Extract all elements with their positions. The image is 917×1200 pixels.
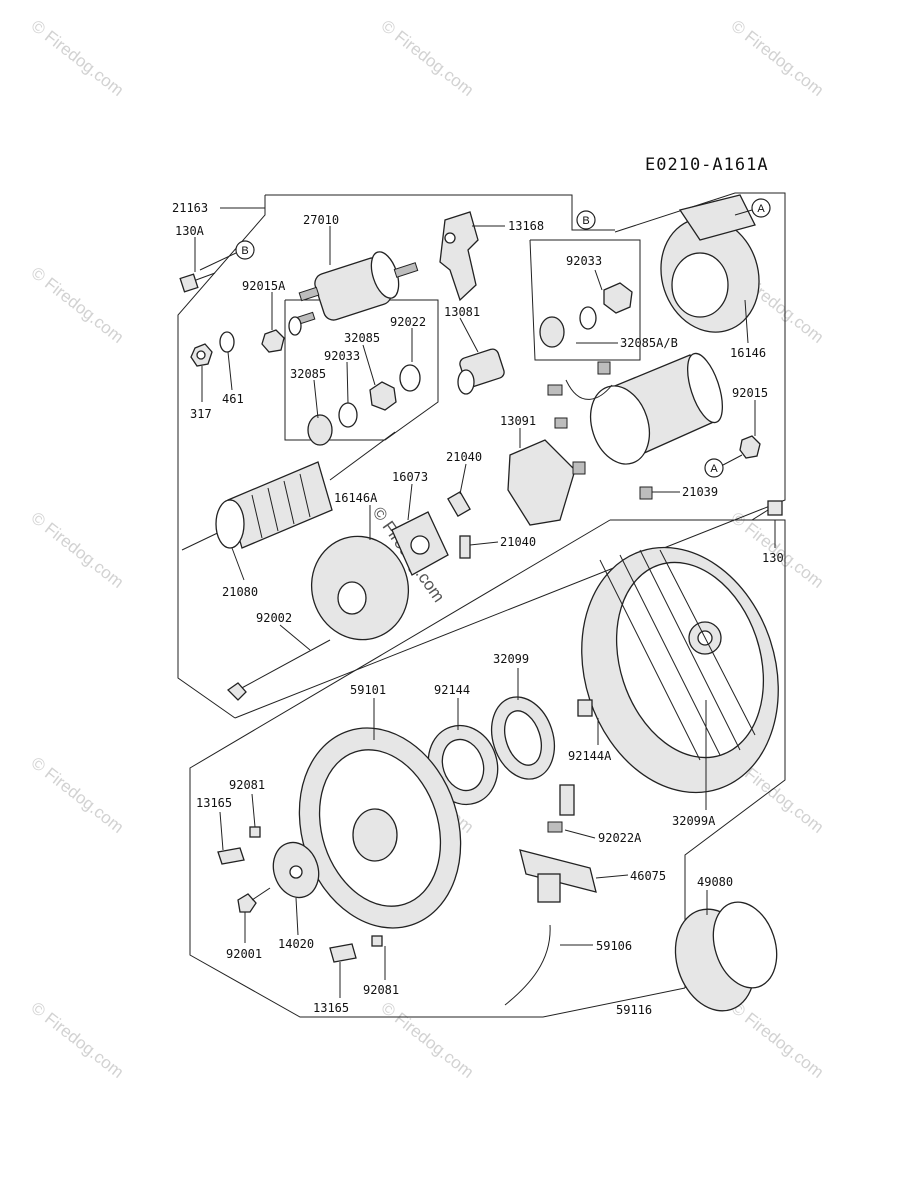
part-label: 16146A	[334, 491, 378, 505]
part-label: 13081	[444, 305, 480, 319]
watermark: © Firedog.com	[28, 998, 128, 1082]
yoke	[547, 352, 724, 500]
part-label: 59106	[596, 939, 632, 953]
part-label: 92002	[256, 611, 292, 625]
part-label: 130A	[175, 224, 205, 238]
svg-text:A: A	[757, 203, 765, 215]
starter-cup	[674, 901, 778, 1012]
washers-right	[539, 282, 633, 348]
watermark: © Firedog.com	[28, 263, 128, 347]
part-label: 13165	[196, 796, 232, 810]
spring-upper	[447, 490, 471, 518]
armature	[181, 431, 396, 551]
watermark: © Firedog.com	[728, 998, 828, 1082]
bolt-92001	[237, 887, 271, 913]
part-label: 49080	[697, 875, 733, 889]
part-label: 92015A	[242, 279, 286, 293]
spring-lower	[459, 535, 471, 559]
watermark: © Firedog.com	[28, 16, 128, 100]
spring-92081-lower	[371, 935, 383, 947]
part-label: 21040	[446, 450, 482, 464]
part-label: 21163	[172, 201, 208, 215]
rope-pin	[547, 784, 575, 833]
callout-b-top: B	[576, 210, 596, 230]
watermark: © Firedog.com	[728, 16, 828, 100]
part-label: 21039	[682, 485, 718, 499]
part-labels: 21163 130A 27010 13168 92015A 92022 1308…	[172, 201, 784, 1017]
part-label: 92022	[390, 315, 426, 329]
washer-461	[219, 331, 235, 353]
bolt-130a	[179, 272, 216, 293]
part-label: 92033	[566, 254, 602, 268]
ratchet	[272, 841, 320, 899]
part-label: 92001	[226, 947, 262, 961]
svg-text:A: A	[710, 463, 718, 475]
pawl-upper	[217, 847, 245, 865]
part-label: 92144	[434, 683, 470, 697]
nut-317	[190, 343, 213, 367]
callout-a-top: A	[751, 198, 771, 218]
starter-rope	[504, 924, 551, 1006]
part-label: 461	[222, 392, 244, 406]
starter-solenoid	[294, 251, 419, 326]
starter-handle	[519, 849, 597, 903]
part-label: 59101	[350, 683, 386, 697]
part-label: 21040	[500, 535, 536, 549]
shift-lever	[439, 211, 479, 302]
recoil-reel	[298, 727, 462, 929]
watermark: © Firedog.com	[378, 998, 478, 1082]
watermark: © Firedog.com	[28, 753, 128, 837]
part-label: 32085	[290, 367, 326, 381]
part-label: 92022A	[598, 831, 642, 845]
part-label: 92081	[229, 778, 265, 792]
part-label: 92081	[363, 983, 399, 997]
gear-housing	[660, 194, 760, 333]
callout-a-mid: A	[704, 458, 724, 478]
brush-holder-13091	[507, 439, 576, 526]
spring-92081-upper	[249, 826, 261, 838]
part-label: 13091	[500, 414, 536, 428]
svg-text:B: B	[582, 215, 589, 227]
watermark: © Firedog.com	[378, 16, 478, 100]
part-label: 21080	[222, 585, 258, 599]
part-label: 130	[762, 551, 784, 565]
fan-shroud	[581, 546, 779, 794]
brush-holder	[391, 511, 449, 576]
part-label: 32099	[493, 652, 529, 666]
small-spring	[577, 699, 593, 717]
part-label: 92033	[324, 349, 360, 363]
callout-b-left: B	[235, 240, 255, 260]
svg-text:B: B	[241, 245, 248, 257]
end-cover	[310, 535, 410, 641]
part-label: 16146	[730, 346, 766, 360]
diagram-code: E0210-A161A	[645, 155, 769, 175]
seal-32099	[491, 696, 555, 780]
part-label: 32099A	[672, 814, 716, 828]
part-label: 317	[190, 407, 212, 421]
washer-stack-left	[307, 364, 421, 446]
part-label: 16073	[392, 470, 428, 484]
part-label: 27010	[303, 213, 339, 227]
nut-92015	[739, 435, 761, 459]
part-label: 59116	[616, 1003, 652, 1017]
watermark: © Firedog.com	[28, 508, 128, 592]
leader-lines	[194, 207, 776, 998]
part-label: 46075	[630, 869, 666, 883]
through-bolt	[226, 639, 331, 701]
part-label: 32085	[344, 331, 380, 345]
part-label: 13165	[313, 1001, 349, 1015]
pinion-gear	[457, 348, 505, 395]
part-label: 32085A/B	[620, 336, 678, 350]
bolt-130	[751, 500, 783, 521]
part-label: 14020	[278, 937, 314, 951]
pawl-lower	[329, 943, 357, 963]
part-label: 13168	[508, 219, 544, 233]
nut-92015a	[261, 316, 302, 353]
part-label: 92144A	[568, 749, 612, 763]
part-label: 92015	[732, 386, 768, 400]
